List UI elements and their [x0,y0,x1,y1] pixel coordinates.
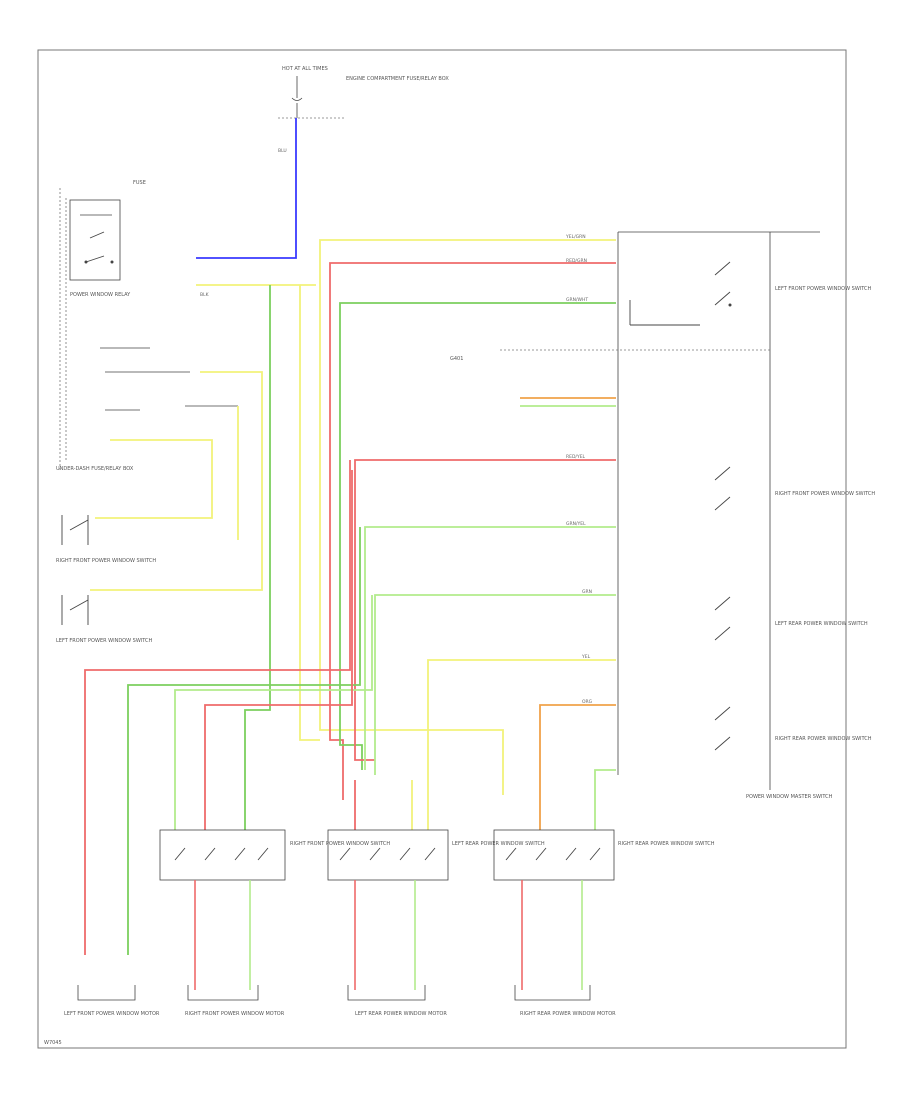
wire-grn [374,594,616,775]
wire-grn-lf-motor [127,527,361,955]
wire-lgreen-rf [174,595,373,830]
wire-green-left [244,285,271,830]
wire-org [539,704,616,830]
wire-label-red-grn: RED/GRN [566,258,587,264]
wire-red-yel [354,459,616,761]
motor-lf-label: LEFT FRONT POWER WINDOW MOTOR [64,1011,160,1017]
wire-lgreen-bottom [594,769,616,830]
wire-yel-relay1 [90,371,263,591]
motor-rf: RIGHT FRONT POWER WINDOW MOTOR [185,985,285,1017]
wire-label-blk: BLK [200,292,210,298]
wire-label-blu: BLU [278,148,287,154]
master-section-1: LEFT FRONT POWER WINDOW SWITCH [629,261,871,326]
wire-red-grn [329,262,616,800]
footer-label: W7045 [44,1040,62,1046]
door-switch-lr: LEFT REAR POWER WINDOW SWITCH [327,829,545,881]
relay-name: POWER WINDOW RELAY [70,292,131,298]
power-window-relay [69,199,121,281]
wire-yel-down [299,285,320,741]
left-front-switch-label: LEFT FRONT POWER WINDOW SWITCH [56,638,152,644]
master-switch-label: POWER WINDOW MASTER SWITCH [746,794,833,800]
master-section-4: RIGHT REAR POWER WINDOW SWITCH [714,706,872,751]
right-front-switch: RIGHT FRONT POWER WINDOW SWITCH [56,515,156,564]
fuse-top-note: ENGINE COMPARTMENT FUSE/RELAY BOX [346,76,449,82]
ground-label: G401 [450,356,463,362]
wire-label-grn-wht: GRN/WHT [566,297,588,303]
motor-rf-label: RIGHT FRONT POWER WINDOW MOTOR [185,1011,285,1017]
diagram-frame [37,49,847,1049]
wire-label-red-yel: RED/YEL [566,454,586,460]
wire-red-rf [204,470,353,830]
master-section-3: LEFT REAR POWER WINDOW SWITCH [714,596,868,641]
door-switch-rf: RIGHT FRONT POWER WINDOW SWITCH [159,829,390,881]
wire-grn-yel [364,526,616,770]
wire-label-grn: GRN [582,589,592,595]
wire-label-yel: YEL [581,654,591,660]
relay-box-label: UNDER-DASH FUSE/RELAY BOX [56,466,134,472]
wire-label-org: ORG [582,699,593,705]
motor-rr: RIGHT REAR POWER WINDOW MOTOR [514,985,616,1017]
relay-box: FUSE POWER WINDOW RELAY UNDER-DASH FUSE/… [56,180,238,472]
motor-lr: LEFT REAR POWER WINDOW MOTOR [347,985,447,1017]
section2-label: RIGHT FRONT POWER WINDOW SWITCH [775,491,875,497]
wire-yel-grn [319,239,616,795]
wire-grn-wht [339,302,616,770]
door-switch-lr-label: LEFT REAR POWER WINDOW SWITCH [452,841,545,847]
master-section-2: RIGHT FRONT POWER WINDOW SWITCH [714,466,875,511]
wire-yel [427,659,616,775]
wire-red-lf-motor [84,460,351,955]
section3-label: LEFT REAR POWER WINDOW SWITCH [775,621,868,627]
right-front-switch-label: RIGHT FRONT POWER WINDOW SWITCH [56,558,156,564]
section4-label: RIGHT REAR POWER WINDOW SWITCH [775,736,872,742]
motor-lf: LEFT FRONT POWER WINDOW MOTOR [64,985,160,1017]
fuse-name: FUSE [133,180,146,186]
wire-label-yel-grn: YEL/GRN [565,234,586,240]
door-switch-rr: RIGHT REAR POWER WINDOW SWITCH [493,829,715,881]
motor-rr-label: RIGHT REAR POWER WINDOW MOTOR [520,1011,616,1017]
wire-label-grn-yel: GRN/YEL [566,521,586,527]
wire-yel-relay2 [95,439,213,519]
door-switch-rf-label: RIGHT FRONT POWER WINDOW SWITCH [290,841,390,847]
section1-label: LEFT FRONT POWER WINDOW SWITCH [775,286,871,292]
master-switch-box: POWER WINDOW MASTER SWITCH LEFT FRONT PO… [450,231,875,800]
fuse-top-label: HOT AT ALL TIMES [282,66,328,72]
motor-lr-label: LEFT REAR POWER WINDOW MOTOR [355,1011,447,1017]
wire-blu [196,118,297,259]
top-fuse-block: HOT AT ALL TIMES ENGINE COMPARTMENT FUSE… [278,66,449,119]
door-switch-rr-label: RIGHT REAR POWER WINDOW SWITCH [618,841,715,847]
left-front-switch: LEFT FRONT POWER WINDOW SWITCH [56,595,152,644]
